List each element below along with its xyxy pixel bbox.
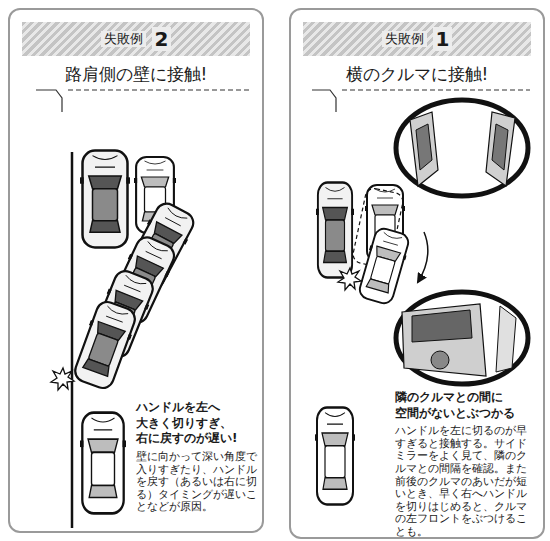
curved-arrow [418, 232, 428, 282]
header-band: 失敗例 1 [303, 22, 531, 56]
band-number: 2 [152, 27, 172, 51]
band-label: 失敗例 [101, 31, 146, 47]
own-car [315, 408, 355, 505]
wall [71, 152, 74, 528]
warning-heading: ハンドルを左へ 大きく切りすぎ、 右に戻すのが遅い! [136, 400, 248, 447]
header-band: 失敗例 2 [22, 22, 250, 56]
side-mirror [396, 292, 528, 384]
parked-car [80, 151, 130, 248]
band-number: 1 [433, 27, 453, 51]
own-car [80, 413, 126, 514]
moving-car [352, 187, 413, 306]
header-rule [36, 90, 250, 112]
moving-car-trail [70, 199, 199, 392]
panel-title: 横のクルマに接触! [291, 64, 543, 84]
explanation-text: ハンドルを左に切るのが早すぎると接触する。サイドミラーをよく見て、隣のクルマとの… [395, 424, 535, 537]
failure-panel: 路肩側の壁に接触! ハンドルを左へ 大きく切りすぎ、 右に戻すのが遅い!壁に向かっ… [8, 8, 264, 533]
impact-star [51, 368, 74, 390]
explanation-text: 壁に向かって深い角度で入りすぎたり、ハンドルを戻す（あるいは右に切る）タイミング… [136, 450, 258, 513]
side-mirror [396, 100, 528, 196]
impact-star [338, 268, 361, 290]
panel-title: 路肩側の壁に接触! [10, 64, 262, 84]
failure-panel: 横のクルマに接触! 隣のクルマとの間に 空間がないとぶつかるハンドルを左に切るのが… [289, 8, 545, 539]
parked-car [316, 183, 354, 278]
band-label: 失敗例 [382, 31, 427, 47]
warning-heading: 隣のクルマとの間に 空間がないとぶつかる [395, 390, 527, 421]
